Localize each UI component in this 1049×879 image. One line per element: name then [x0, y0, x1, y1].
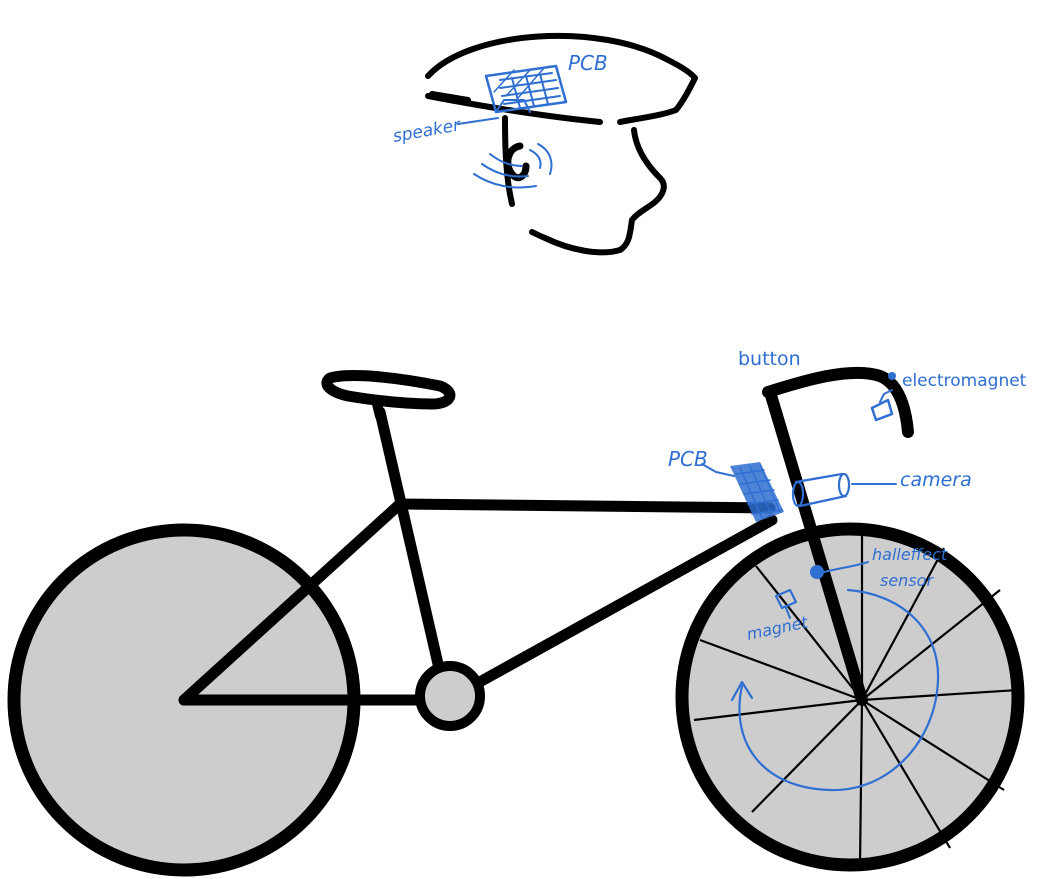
ear — [508, 146, 526, 178]
helmet-pcb-label: PCB — [568, 51, 608, 75]
hall-effect-sensor-dot — [810, 565, 824, 579]
front-wheel — [682, 529, 1018, 865]
hall-effect-label-line2: sensor — [880, 571, 934, 590]
electromagnet-label: electromagnet — [902, 371, 1027, 391]
electromagnet-marker — [888, 372, 896, 380]
seat-post — [376, 400, 380, 416]
top-tube — [400, 504, 770, 508]
helmet-shell — [428, 36, 695, 122]
bottom-bracket — [420, 666, 480, 726]
button-label: button — [738, 348, 801, 370]
hall-effect-label-line1: halleffect — [872, 545, 948, 564]
helmet-sketch — [428, 36, 695, 252]
speaker-leader — [458, 118, 498, 124]
bicycle-sketch — [14, 373, 1018, 870]
electromagnet-icon — [872, 390, 892, 420]
saddle — [327, 376, 450, 404]
bike-pcb-label: PCB — [668, 447, 708, 471]
handlebar — [768, 373, 908, 432]
face-profile — [532, 130, 664, 252]
camera-label: camera — [900, 469, 972, 491]
helmet-speaker-label: speaker — [391, 115, 462, 147]
seat-tube — [380, 412, 444, 690]
